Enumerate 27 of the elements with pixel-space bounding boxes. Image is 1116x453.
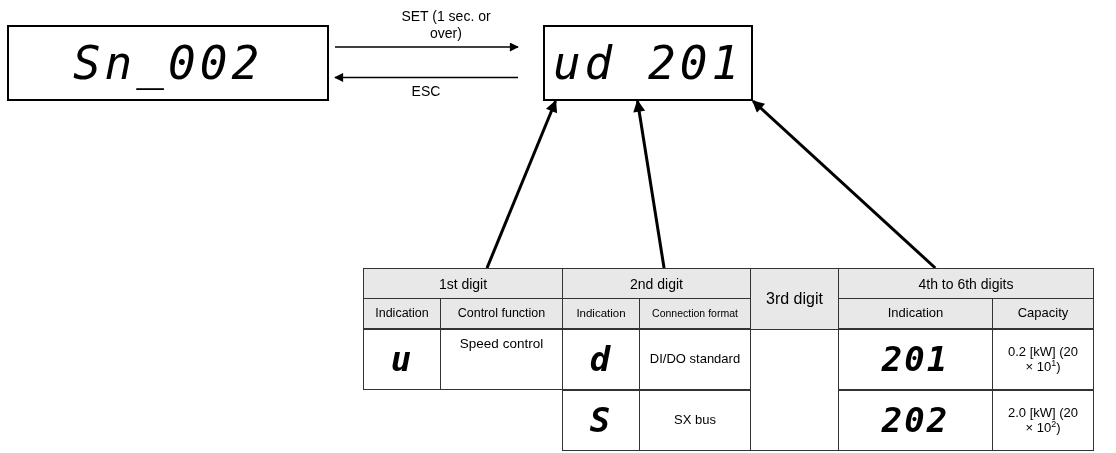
- table-header-cell: Control function: [440, 298, 563, 329]
- table-header-cell: 4th to 6th digits: [838, 268, 1094, 299]
- table-header-cell: Indication: [838, 298, 993, 329]
- arrow: [334, 72, 519, 82]
- table-header-cell: Capacity: [992, 298, 1094, 329]
- seven-segment-digit: 202: [838, 390, 993, 451]
- arrow: [334, 42, 519, 52]
- arrow: [633, 99, 666, 269]
- seven-segment-digit: S: [562, 390, 640, 451]
- arrow: [485, 99, 558, 269]
- table-cell: SX bus: [639, 390, 751, 451]
- table-header-cell: Indication: [562, 298, 640, 329]
- table-header-cell: 3rd digit: [750, 268, 839, 330]
- seven-segment-display: ud 201: [543, 25, 753, 101]
- arrow: [752, 99, 937, 270]
- table-header-cell: Connection format: [639, 298, 751, 329]
- table-cell: 2.0 [kW] (20 × 10$^{2}$): [992, 390, 1094, 451]
- table-header-cell: 2nd digit: [562, 268, 751, 299]
- table-header-cell: 1st digit: [363, 268, 563, 299]
- seven-segment-display: Sn_002: [7, 25, 329, 101]
- seven-segment-digit: u: [363, 329, 441, 390]
- table-cell: DI/DO standard: [639, 329, 751, 390]
- table-cell: Speed control: [440, 329, 563, 390]
- seven-segment-digit: d: [562, 329, 640, 390]
- seven-segment-digit: 201: [838, 329, 993, 390]
- table-header-cell: Indication: [363, 298, 441, 329]
- table-cell: 0.2 [kW] (20 × 10$^{1}$): [992, 329, 1094, 390]
